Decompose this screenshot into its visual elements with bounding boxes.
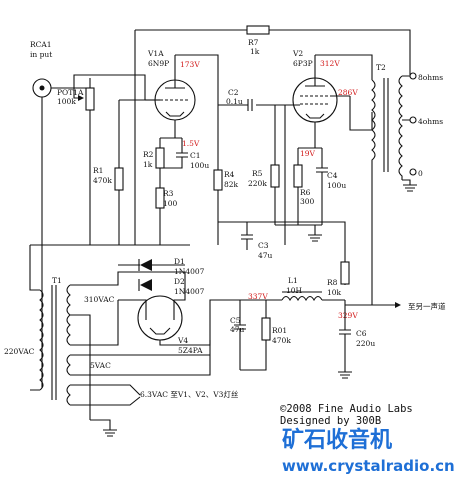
rca-label: RCA1 (30, 40, 52, 49)
ground-symbol (308, 234, 322, 242)
r01-name: R01 (272, 326, 287, 335)
v1-plate-voltage: 173V (180, 60, 200, 69)
d2-name: D2 (174, 277, 185, 286)
r5-value: 220k (248, 179, 267, 188)
c3-name: C3 (258, 241, 269, 250)
c6-value: 220u (356, 339, 375, 348)
tap-8-label: 8ohms (418, 73, 443, 82)
t1-rect-heater-label: 5VAC (90, 361, 111, 370)
v1-name: V1A (147, 49, 164, 58)
r6-name: R6 (300, 188, 311, 197)
c4-value: 100u (327, 181, 346, 190)
v2-name: V2 (292, 49, 303, 58)
r3-value: 100 (163, 199, 178, 208)
capacitor-c3: C3 47u (241, 234, 273, 260)
d1-name: D1 (174, 257, 185, 266)
power-transformer-t1: T1 220VAC 310VAC 5VAC 6.3VAC 至V1、V2、V3灯丝 (4, 276, 239, 406)
pot-value: 100k (57, 97, 76, 106)
output-transformer-t2: T2 (371, 63, 403, 180)
v2-plate-voltage: 312V (320, 59, 340, 68)
rectifier-v4: V4 5Z4PA (118, 285, 203, 355)
resistor-r3: R3 100 (155, 187, 178, 209)
c2-value: 0.1u (226, 97, 243, 106)
diode-d2: D2 1N4007 (138, 277, 205, 296)
c2-name: C2 (228, 88, 239, 97)
d1-type: 1N4007 (174, 267, 205, 276)
psu-voltage-after-rect: 337V (248, 292, 268, 301)
c6-name: C6 (356, 329, 367, 338)
ground-symbol (103, 429, 117, 437)
t1-name: T1 (52, 276, 62, 285)
pot-name: POT1A (57, 88, 84, 97)
tap-4-label: 4ohms (418, 117, 443, 126)
r6-value: 300 (300, 197, 315, 206)
r3-name: R3 (163, 189, 174, 198)
tube-v1a: V1A 6N9P 173V (145, 49, 200, 121)
c1-name: C1 (190, 151, 201, 160)
capacitor-c6: C6 220u (339, 329, 375, 372)
copyright-text: ©2008 Fine Audio Labs (280, 403, 413, 415)
capacitor-c2: C2 0.1u (226, 88, 253, 111)
resistor-r2: R2 1k (143, 147, 165, 169)
r7-value: 1k (250, 47, 260, 56)
designer-text: Designed by 300B (280, 415, 381, 427)
r4-value: 82k (224, 180, 239, 189)
rca-input-jack: RCA1 in put (30, 40, 52, 98)
terminal-0: 0 (409, 168, 423, 178)
resistor-r5: R5 220k (248, 164, 280, 188)
l1-value: 10H (286, 286, 303, 295)
t1-heater-label: 6.3VAC 至V1、V2、V3灯丝 (140, 389, 239, 399)
c3-value: 47u (258, 251, 273, 260)
watermark-url: www.crystalradio.cn (282, 457, 455, 475)
capacitor-c4: 19V C4 100u (300, 148, 346, 225)
v1-type: 6N9P (148, 59, 169, 68)
tube-v2: V2 6P3P 312V 286V (285, 49, 358, 123)
t1-hv-label: 310VAC (84, 295, 115, 304)
r2-value: 1k (143, 160, 153, 169)
r1-name: R1 (93, 166, 103, 175)
r5-name: R5 (252, 169, 263, 178)
v2-screen-voltage: 286V (338, 88, 358, 97)
t1-primary: 220VAC (4, 347, 35, 356)
v4-name: V4 (177, 336, 188, 345)
c4-name: C4 (327, 171, 338, 180)
ground-symbol (338, 371, 352, 379)
v1-cathode-voltage: 1.5V (182, 139, 200, 148)
r2-name: R2 (143, 150, 154, 159)
watermark-brand: 矿石收音机 (282, 427, 392, 453)
t2-name: T2 (376, 63, 386, 72)
v2-type: 6P3P (293, 59, 313, 68)
tap-0-label: 0 (418, 169, 423, 178)
diode-d1: D1 1N4007 (118, 257, 205, 276)
resistor-r1: R1 470k (93, 166, 124, 191)
resistor-r7: R7 1k (246, 25, 270, 56)
resistor-r8: R8 10k (327, 261, 350, 297)
v4-type: 5Z4PA (178, 346, 203, 355)
l1-name: L1 (288, 276, 298, 285)
r8-value: 10k (327, 288, 342, 297)
r8-name: R8 (327, 278, 338, 287)
c1-value: 100u (190, 161, 209, 170)
ground-symbol (403, 184, 417, 192)
volume-pot: POT1A 100k (57, 74, 146, 111)
choke-l1: L1 10H (281, 276, 323, 302)
r1-value: 470k (93, 176, 112, 185)
v2-cathode-voltage: 19V (300, 149, 316, 158)
capacitor-c5: C5 47u (230, 316, 246, 370)
r7-name: R7 (248, 38, 259, 47)
resistor-r6: R6 300 (293, 164, 315, 206)
d2-type: 1N4007 (174, 287, 205, 296)
to-other-channel: 至另一声道 (408, 301, 446, 311)
c5-value: 47u (230, 325, 245, 334)
r01-value: 470k (272, 336, 291, 345)
psu-voltage-after-choke: 329V (338, 311, 358, 320)
rca-note: in put (30, 50, 52, 59)
terminal-4ohms: 4ohms (409, 116, 443, 126)
r4-name: R4 (224, 170, 235, 179)
resistor-r4: R4 82k (213, 169, 239, 191)
capacitor-c1: 1.5V C1 100u (160, 138, 209, 170)
c5-name: C5 (230, 316, 241, 325)
terminal-8ohms: 8ohms (409, 72, 443, 82)
